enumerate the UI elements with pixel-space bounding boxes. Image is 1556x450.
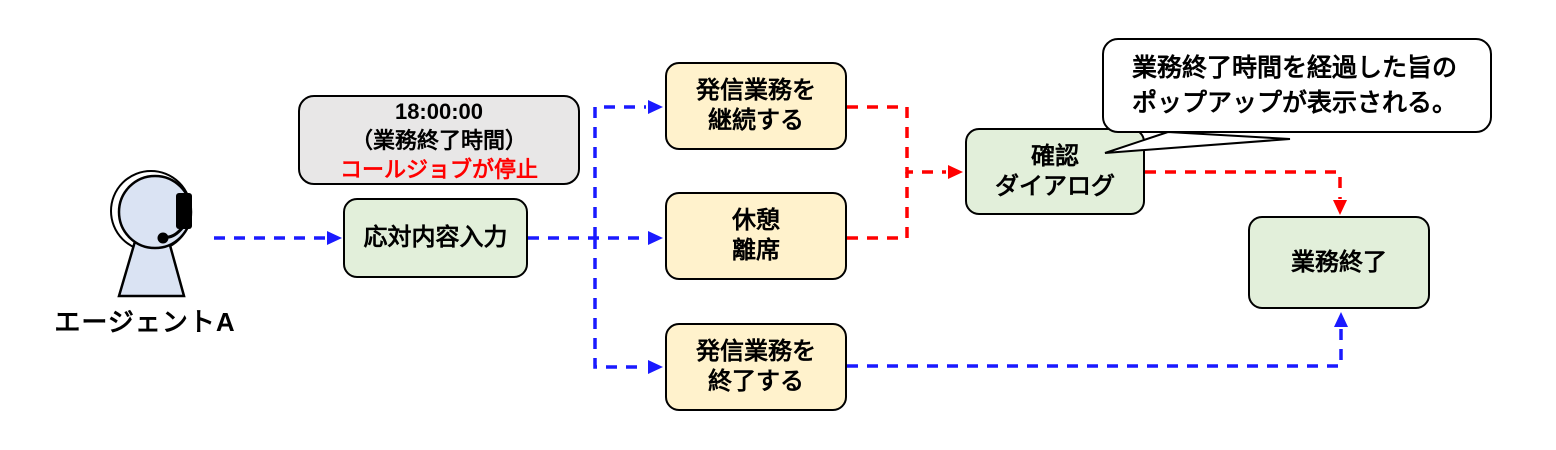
node-work-end: 業務終了 (1248, 216, 1430, 309)
arrowhead-to-confirm (948, 165, 963, 179)
arrow-break-to-confirm (847, 172, 909, 240)
agent-label: エージェントA (54, 307, 236, 337)
agent-body (117, 236, 186, 298)
node-response-input-label: 応対内容入力 (363, 224, 508, 251)
callout-line2: ポップアップが表示される。 (1132, 88, 1458, 117)
time-note-box: 18:00:00 （業務終了時間） コールジョブが停止 (298, 95, 580, 185)
arrow-confirm-to-workend (1145, 170, 1342, 199)
headset-mic-boom (165, 226, 185, 239)
node-work-end-label: 業務終了 (1291, 248, 1387, 276)
arrow-input-to-endout (593, 238, 646, 369)
callout-bubble: 業務終了時間を経過した旨の ポップアップが表示される。 (1102, 38, 1492, 133)
node-endout-line1: 発信業務を (696, 338, 816, 365)
arrowhead-confirm-to-workend (1333, 200, 1347, 215)
callout-line1: 業務終了時間を経過した旨の (1132, 54, 1458, 82)
node-confirm-line1: 確認 (1031, 142, 1079, 170)
time-note-alert: コールジョブが停止 (339, 156, 538, 182)
node-break-line1: 休憩 (732, 207, 780, 234)
node-continue-line1: 発信業務を (696, 77, 816, 104)
node-end-outbound: 発信業務を 終了する (665, 323, 847, 411)
arrow-input-to-continue (593, 105, 646, 238)
time-note-time: 18:00:00 (394, 98, 484, 124)
node-break-away: 休憩 離席 (665, 192, 847, 280)
headset-mic (157, 232, 169, 244)
time-note-caption: （業務終了時間） (350, 127, 527, 153)
node-break-line2: 離席 (732, 237, 780, 264)
arrowhead-input-to-break (648, 231, 663, 245)
node-confirm-line2: ダイアログ (995, 172, 1115, 200)
agent-figure (110, 170, 193, 298)
arrowhead-agent-to-input (327, 231, 342, 245)
node-response-input: 応対内容入力 (343, 198, 528, 278)
arrow-endout-to-workend (847, 328, 1343, 368)
arrow-continue-to-confirm (847, 105, 946, 174)
node-continue-line2: 継続する (708, 107, 804, 134)
headset-earpad (176, 193, 192, 229)
headset-band (110, 170, 192, 252)
arrowhead-input-to-endout (648, 360, 663, 374)
node-endout-line2: 終了する (708, 368, 804, 395)
agent-head (117, 174, 193, 250)
arrowhead-endout-to-workend (1334, 312, 1348, 327)
arrowhead-input-to-continue (648, 100, 663, 114)
node-confirm-dialog: 確認 ダイアログ (965, 128, 1145, 215)
node-continue-outbound: 発信業務を 継続する (665, 62, 847, 150)
